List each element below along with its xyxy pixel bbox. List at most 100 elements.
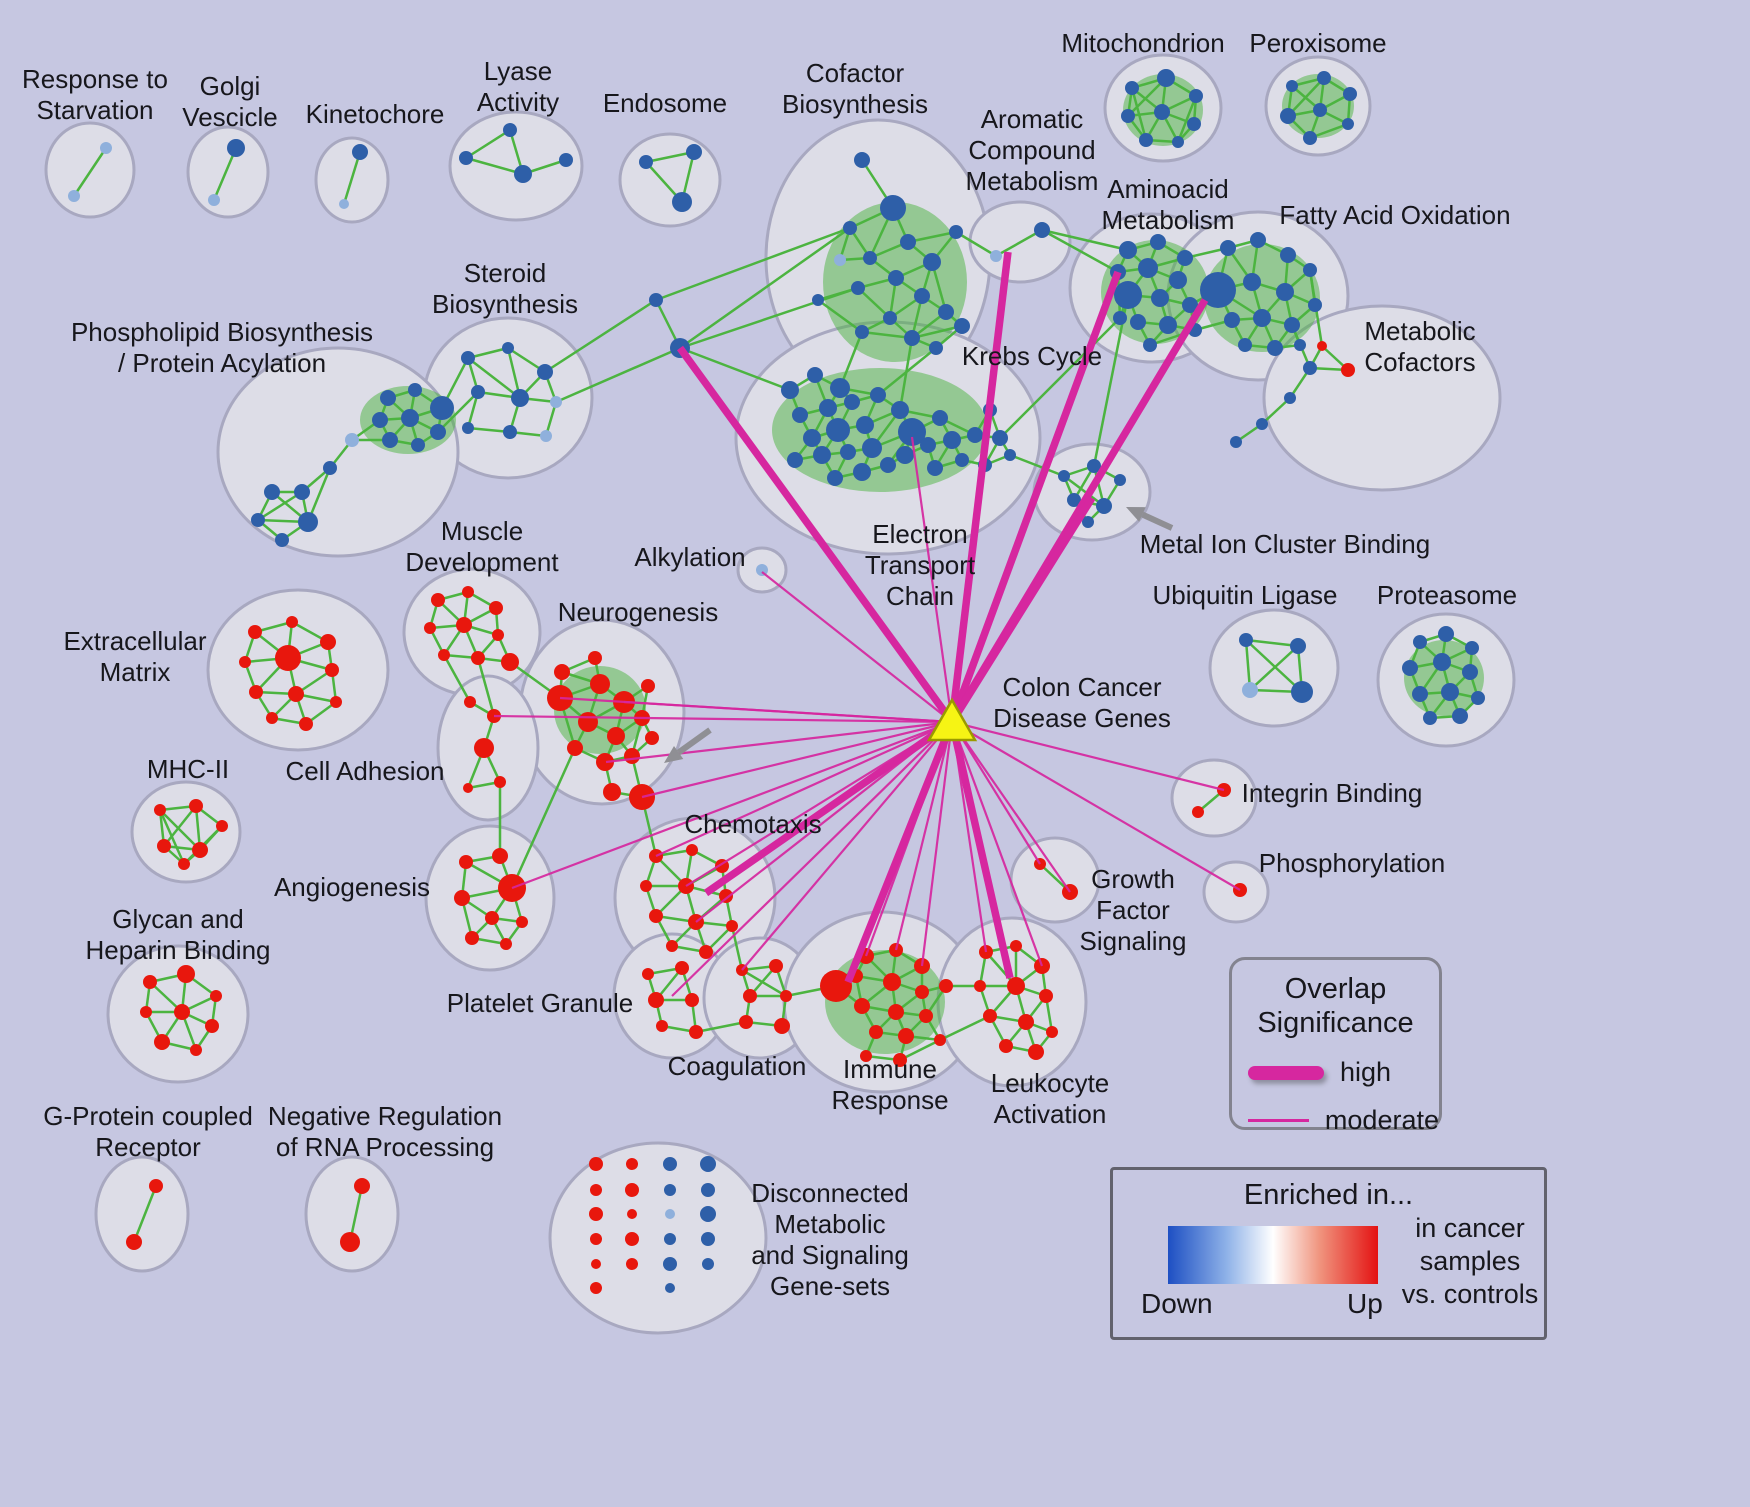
gene-set-node[interactable] bbox=[208, 194, 220, 206]
gene-set-node[interactable] bbox=[1189, 89, 1203, 103]
gene-set-node[interactable] bbox=[1130, 314, 1146, 330]
gene-set-node[interactable] bbox=[1317, 71, 1331, 85]
gene-set-node[interactable] bbox=[591, 1259, 601, 1269]
gene-set-node[interactable] bbox=[1341, 363, 1355, 377]
gene-set-node[interactable] bbox=[626, 1158, 638, 1170]
gene-set-node[interactable] bbox=[498, 874, 526, 902]
gene-set-node[interactable] bbox=[854, 998, 870, 1014]
gene-set-node[interactable] bbox=[590, 674, 610, 694]
gene-set-node[interactable] bbox=[578, 712, 598, 732]
gene-set-node[interactable] bbox=[834, 254, 846, 266]
gene-set-node[interactable] bbox=[178, 858, 190, 870]
gene-set-node[interactable] bbox=[1058, 470, 1070, 482]
gene-set-node[interactable] bbox=[1284, 317, 1300, 333]
gene-set-node[interactable] bbox=[1182, 297, 1198, 313]
gene-set-node[interactable] bbox=[1114, 281, 1142, 309]
gene-set-node[interactable] bbox=[1230, 436, 1242, 448]
gene-set-node[interactable] bbox=[126, 1234, 142, 1250]
gene-set-node[interactable] bbox=[943, 431, 961, 449]
gene-set-node[interactable] bbox=[915, 985, 929, 999]
gene-set-node[interactable] bbox=[769, 959, 783, 973]
gene-set-node[interactable] bbox=[1462, 664, 1478, 680]
gene-set-node[interactable] bbox=[1303, 361, 1317, 375]
gene-set-node[interactable] bbox=[251, 513, 265, 527]
gene-set-node[interactable] bbox=[929, 341, 943, 355]
gene-set-node[interactable] bbox=[645, 731, 659, 745]
gene-set-node[interactable] bbox=[967, 427, 983, 443]
gene-set-node[interactable] bbox=[826, 418, 850, 442]
gene-set-node[interactable] bbox=[503, 425, 517, 439]
gene-set-node[interactable] bbox=[685, 993, 699, 1007]
gene-set-node[interactable] bbox=[1438, 626, 1454, 642]
gene-set-node[interactable] bbox=[803, 429, 821, 447]
gene-set-node[interactable] bbox=[1412, 686, 1428, 702]
gene-set-node[interactable] bbox=[955, 453, 969, 467]
gene-set-node[interactable] bbox=[294, 484, 310, 500]
gene-set-node[interactable] bbox=[1028, 1044, 1044, 1060]
gene-set-node[interactable] bbox=[1192, 806, 1204, 818]
gene-set-node[interactable] bbox=[1139, 133, 1153, 147]
gene-set-node[interactable] bbox=[323, 461, 337, 475]
gene-set-node[interactable] bbox=[999, 1039, 1013, 1053]
gene-set-node[interactable] bbox=[820, 970, 852, 1002]
gene-set-node[interactable] bbox=[603, 783, 621, 801]
gene-set-node[interactable] bbox=[264, 484, 280, 500]
gene-set-node[interactable] bbox=[625, 1232, 639, 1246]
gene-set-node[interactable] bbox=[1113, 311, 1127, 325]
gene-set-node[interactable] bbox=[339, 199, 349, 209]
gene-set-node[interactable] bbox=[286, 616, 298, 628]
gene-set-node[interactable] bbox=[1046, 1026, 1058, 1038]
gene-set-node[interactable] bbox=[923, 253, 941, 271]
gene-set-node[interactable] bbox=[249, 685, 263, 699]
gene-set-node[interactable] bbox=[1402, 660, 1418, 676]
gene-set-node[interactable] bbox=[1284, 392, 1296, 404]
gene-set-node[interactable] bbox=[1224, 312, 1240, 328]
gene-set-node[interactable] bbox=[462, 422, 474, 434]
gene-set-node[interactable] bbox=[68, 190, 80, 202]
gene-set-node[interactable] bbox=[596, 753, 614, 771]
gene-set-node[interactable] bbox=[589, 1207, 603, 1221]
gene-set-node[interactable] bbox=[205, 1019, 219, 1033]
gene-set-node[interactable] bbox=[1250, 232, 1266, 248]
gene-set-node[interactable] bbox=[1114, 474, 1126, 486]
gene-set-node[interactable] bbox=[590, 1184, 602, 1196]
gene-set-node[interactable] bbox=[1200, 272, 1236, 308]
gene-set-node[interactable] bbox=[862, 438, 882, 458]
gene-set-node[interactable] bbox=[456, 617, 472, 633]
gene-set-node[interactable] bbox=[1280, 247, 1296, 263]
gene-set-node[interactable] bbox=[1343, 87, 1357, 101]
gene-set-node[interactable] bbox=[888, 270, 904, 286]
gene-set-node[interactable] bbox=[590, 1233, 602, 1245]
gene-set-node[interactable] bbox=[1187, 117, 1201, 131]
gene-set-node[interactable] bbox=[844, 394, 860, 410]
gene-set-node[interactable] bbox=[216, 820, 228, 832]
gene-set-node[interactable] bbox=[1138, 258, 1158, 278]
gene-set-node[interactable] bbox=[411, 438, 425, 452]
gene-set-node[interactable] bbox=[787, 452, 803, 468]
gene-set-node[interactable] bbox=[883, 973, 901, 991]
gene-set-node[interactable] bbox=[827, 470, 843, 486]
gene-set-node[interactable] bbox=[502, 342, 514, 354]
gene-set-node[interactable] bbox=[1267, 340, 1283, 356]
gene-set-node[interactable] bbox=[438, 649, 450, 661]
gene-set-node[interactable] bbox=[781, 381, 799, 399]
gene-set-node[interactable] bbox=[625, 1183, 639, 1197]
gene-set-node[interactable] bbox=[974, 980, 986, 992]
gene-set-node[interactable] bbox=[492, 848, 508, 864]
gene-set-node[interactable] bbox=[590, 1282, 602, 1294]
gene-set-node[interactable] bbox=[938, 304, 954, 320]
gene-set-node[interactable] bbox=[726, 920, 738, 932]
gene-set-node[interactable] bbox=[1452, 708, 1468, 724]
gene-set-node[interactable] bbox=[340, 1232, 360, 1252]
gene-set-node[interactable] bbox=[863, 251, 877, 265]
gene-set-node[interactable] bbox=[1119, 241, 1137, 259]
gene-set-node[interactable] bbox=[516, 916, 528, 928]
gene-set-node[interactable] bbox=[700, 1206, 716, 1222]
gene-set-node[interactable] bbox=[1286, 80, 1298, 92]
gene-set-node[interactable] bbox=[1154, 104, 1170, 120]
gene-set-node[interactable] bbox=[501, 653, 519, 671]
gene-set-node[interactable] bbox=[299, 717, 313, 731]
gene-set-node[interactable] bbox=[1159, 316, 1177, 334]
gene-set-node[interactable] bbox=[649, 909, 663, 923]
gene-set-node[interactable] bbox=[665, 1283, 675, 1293]
